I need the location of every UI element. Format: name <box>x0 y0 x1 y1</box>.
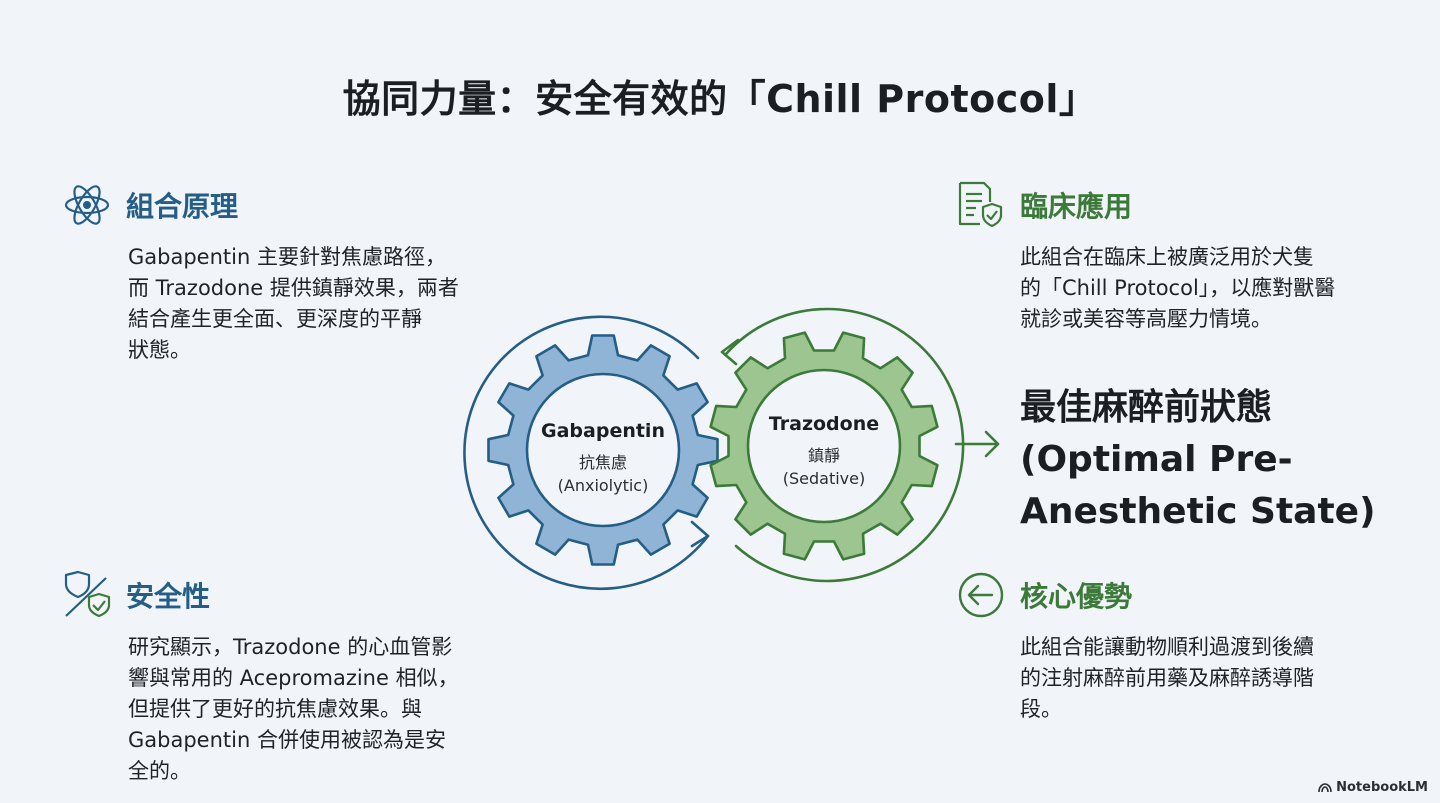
gabapentin-sub-label-en: (Anxiolytic) <box>558 476 649 495</box>
card-combination-principle: 組合原理 Gabapentin 主要針對焦慮路徑， 而 Trazodone 提供… <box>62 180 496 366</box>
result-state-label: 最佳麻醉前狀態 (Optimal Pre- Anesthetic State) <box>1020 387 1376 532</box>
gear-diagram: Gabapentin 抗焦慮 (Anxiolytic) Trazodone 鎮靜… <box>440 300 1020 600</box>
green-cycle-arrowhead <box>720 338 740 366</box>
card-safety: 安全性 研究顯示，Trazodone 的心血管影 響與常用的 Acepromaz… <box>62 570 496 787</box>
trazodone-label: Trazodone <box>769 413 879 435</box>
document-shield-icon <box>956 180 1006 230</box>
trazodone-gear-hub <box>746 368 902 524</box>
card-heading: 臨床應用 <box>1020 190 1133 223</box>
card-heading: 安全性 <box>126 580 211 613</box>
blue-cycle-arrow <box>463 315 710 591</box>
card-clinical-application: 臨床應用 此組合在臨床上被廣泛用於犬隻 的「Chill Protocol」，以應… <box>956 180 1388 335</box>
gabapentin-gear-hub <box>525 372 681 528</box>
gabapentin-label: Gabapentin <box>541 420 665 442</box>
result-arrowhead <box>984 430 1000 458</box>
trazodone-sub-label: 鎮靜 <box>808 446 840 465</box>
blue-cycle-arrowhead <box>690 520 710 548</box>
green-cycle-arrow <box>724 307 965 583</box>
arrow-circle-left-icon <box>956 570 1006 620</box>
card-body: 研究顯示，Trazodone 的心血管影 響與常用的 Acepromazine … <box>128 635 459 783</box>
card-core-advantage: 核心優勢 此組合能讓動物順利過渡到後續 的注射麻醉前用藥及麻醉誘導階 段。 <box>956 570 1388 725</box>
card-body: 此組合在臨床上被廣泛用於犬隻 的「Chill Protocol」，以應對獸醫 就… <box>1020 245 1336 331</box>
card-heading: 核心優勢 <box>1020 580 1133 613</box>
brand-label: NotebookLM <box>1336 780 1428 795</box>
card-heading: 組合原理 <box>126 190 239 223</box>
page-title: 協同力量：安全有效的「Chill Protocol」 <box>342 77 1098 121</box>
brand-watermark: NotebookLM <box>1318 780 1428 795</box>
shield-check-icon <box>62 570 112 620</box>
card-body: Gabapentin 主要針對焦慮路徑， 而 Trazodone 提供鎮靜效果，… <box>128 245 459 362</box>
notebooklm-logo-icon <box>1318 782 1332 792</box>
card-body: 此組合能讓動物順利過渡到後續 的注射麻醉前用藥及麻醉誘導階 段。 <box>1020 635 1314 721</box>
trazodone-sub-label-en: (Sedative) <box>783 469 865 488</box>
gabapentin-sub-label: 抗焦慮 <box>579 453 627 472</box>
atom-icon <box>62 180 112 230</box>
